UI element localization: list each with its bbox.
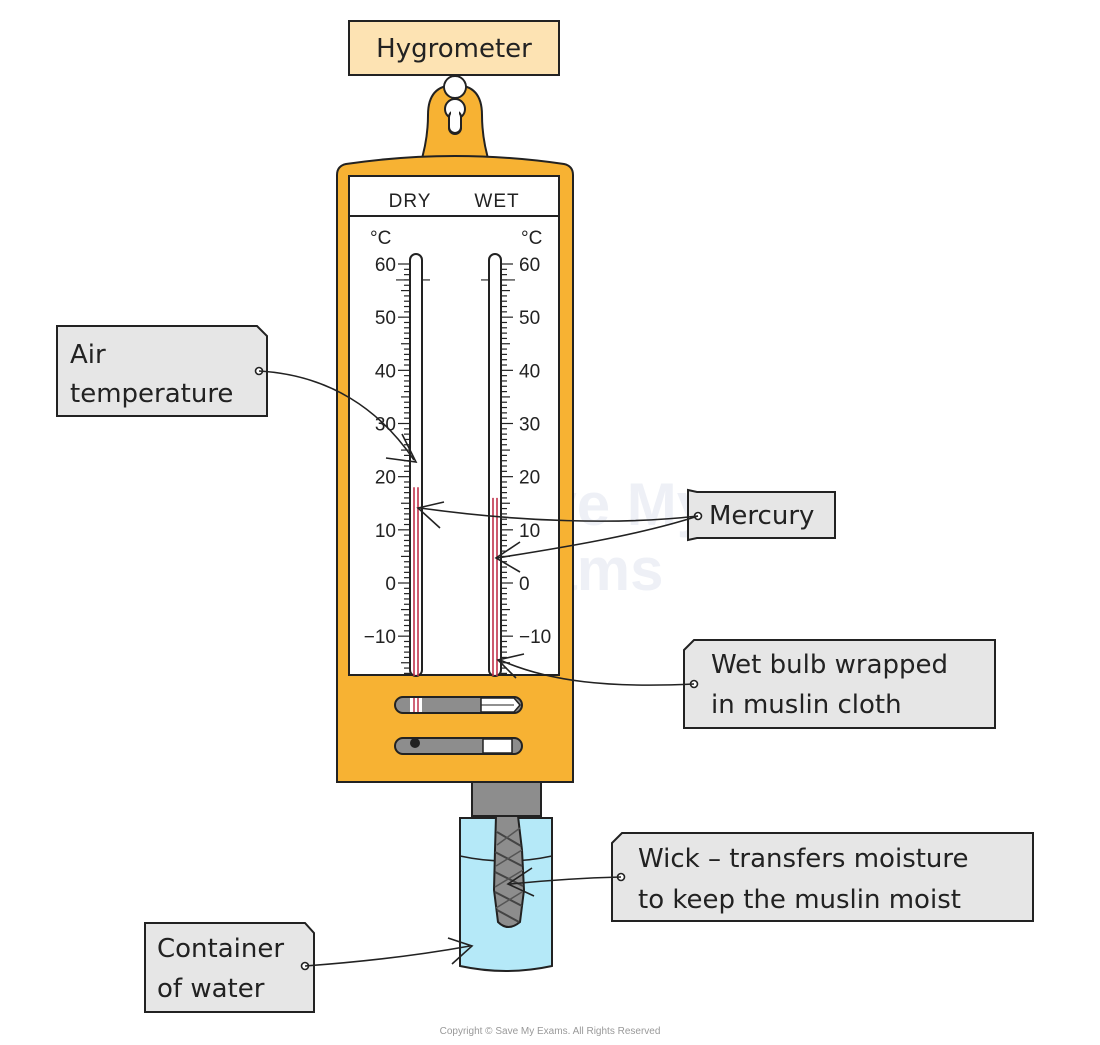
diagram-title: Hygrometer — [376, 34, 532, 64]
wet-scale-label: 10 — [519, 521, 540, 542]
wet-scale-label: 30 — [519, 415, 540, 436]
dry-header: DRY — [389, 191, 432, 212]
air-temperature-line-2: temperature — [70, 379, 233, 409]
air-temperature-line-1: Air — [70, 340, 106, 370]
dry-thermometer — [409, 253, 423, 677]
label-wet-bulb: Wet bulb wrapped in muslin cloth — [683, 639, 996, 729]
dry-scale-label: 40 — [375, 361, 396, 382]
dry-scale-label: 60 — [375, 255, 396, 276]
header-panel — [348, 175, 560, 217]
copyright-text: Copyright © Save My Exams. All Rights Re… — [440, 1026, 661, 1037]
unit-right: °C — [521, 228, 542, 249]
wet-scale-label: 40 — [519, 361, 540, 382]
air-temperature-leader — [258, 370, 415, 461]
wick-line-1: Wick – transfers moisture — [638, 844, 969, 874]
wet-header: WET — [474, 191, 519, 212]
connector-neck — [471, 781, 542, 817]
wet-scale-label: 0 — [519, 574, 530, 595]
wet-scale-label: 50 — [519, 308, 540, 329]
bulb-slot-bottom — [394, 737, 523, 755]
wet-scale-label: 20 — [519, 468, 540, 489]
dry-scale-label: 50 — [375, 308, 396, 329]
wet-bulb-line-1: Wet bulb wrapped — [711, 650, 948, 680]
container-line-1: Container — [157, 934, 284, 964]
container-line-2: of water — [157, 974, 265, 1004]
wick-leader — [509, 876, 622, 885]
unit-left: °C — [370, 228, 391, 249]
mercury-leader-dry — [419, 507, 699, 522]
scale-panel — [348, 215, 560, 676]
leader-lines — [254, 366, 703, 971]
wet-bulb-leader — [499, 659, 695, 686]
label-wick: Wick – transfers moisture to keep the mu… — [611, 832, 1034, 922]
dry-scale-label: 20 — [375, 468, 396, 489]
dry-scale-label: 10 — [375, 521, 396, 542]
wet-scale-label: −10 — [519, 627, 551, 648]
label-air-temperature: Air temperature — [56, 325, 268, 417]
wet-scale-label: 60 — [519, 255, 540, 276]
wet-bulb-line-2: in muslin cloth — [711, 690, 902, 720]
mercury-leader-wet — [496, 515, 699, 559]
label-mercury: Mercury — [687, 488, 836, 542]
title-box: Hygrometer — [348, 20, 560, 76]
wick — [492, 815, 526, 928]
label-container: Container of water — [144, 922, 315, 1013]
wet-thermometer — [488, 253, 502, 677]
dry-scale-label: −10 — [364, 627, 396, 648]
dry-scale-label: 0 — [385, 574, 396, 595]
container-leader — [304, 945, 471, 967]
wick-line-2: to keep the muslin moist — [638, 885, 961, 915]
bulb-slot-top — [394, 696, 523, 714]
mercury-label-text: Mercury — [709, 501, 814, 531]
